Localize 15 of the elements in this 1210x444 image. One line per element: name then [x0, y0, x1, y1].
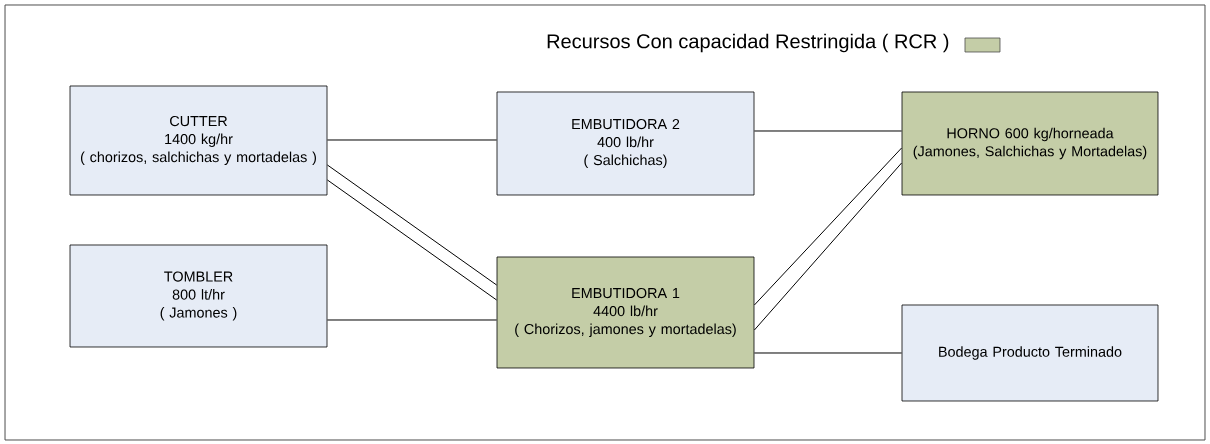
legend-label: Recursos Con capacidad Restringida ( RCR ) — [547, 33, 949, 53]
connector-line — [753, 352, 903, 354]
process-box: Bodega Producto Terminado — [901, 304, 1159, 402]
connector-line — [326, 139, 498, 141]
process-box: HORNO 600 kg/horneada (Jamones, Salchichas y Mortadelas) — [901, 91, 1159, 196]
process-box: TOMBLER 800 lt/hr ( Jamones ) — [69, 244, 328, 348]
connector-line — [753, 147, 903, 306]
process-box: EMBUTIDORA 2 400 lb/hr ( Salchichas) — [496, 91, 755, 196]
connector-line — [326, 179, 498, 301]
process-box: CUTTER 1400 kg/hr ( chorizos, salchichas y mortadelas ) — [69, 85, 328, 196]
connector-line — [326, 319, 498, 321]
process-box: EMBUTIDORA 1 4400 lb/hr ( Chorizos, jamones y mortadelas) — [496, 256, 755, 369]
connector-line — [753, 130, 903, 132]
connector-line — [753, 162, 903, 331]
connector-line — [326, 164, 498, 286]
